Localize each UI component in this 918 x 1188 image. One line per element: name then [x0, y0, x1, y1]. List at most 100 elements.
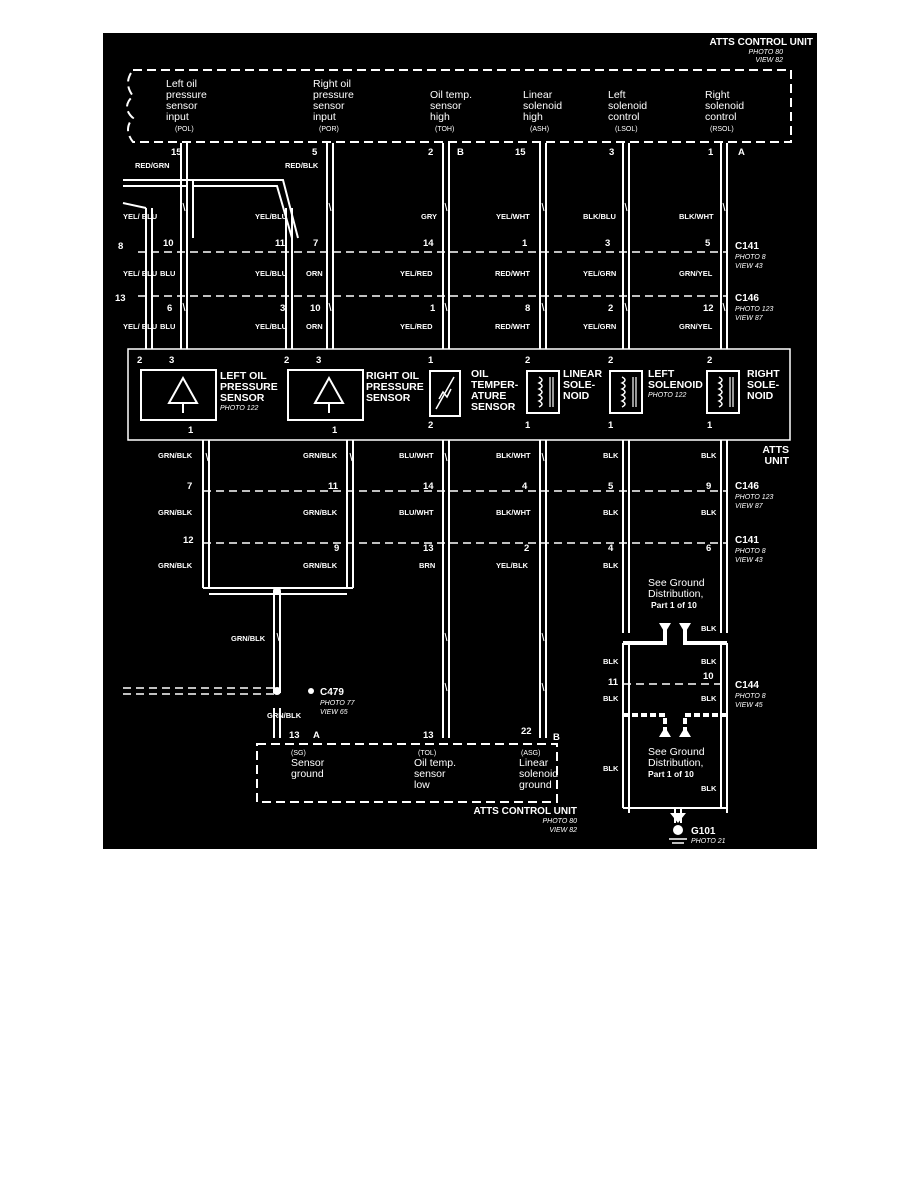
c144-wire: BLK — [603, 694, 619, 703]
wire-left-shield — [145, 208, 153, 353]
c479-view: VIEW 65 — [320, 709, 348, 716]
svg-text:See Ground: See Ground — [648, 746, 705, 758]
c141-wire: GRN/YEL — [679, 269, 713, 278]
wire-label-left-yelblu-2: YEL/ BLU — [123, 269, 157, 278]
coil-icon — [620, 376, 626, 408]
pin-lsol: 3 — [609, 147, 614, 158]
c141-wire: YEL/GRN — [583, 269, 616, 278]
c141-pin: 3 — [605, 238, 610, 249]
ground-arrow-icon — [670, 813, 686, 823]
svg-text:Linear: Linear — [523, 89, 553, 101]
right-oil-pressure-sensor: 2 3 1 RIGHT OIL PRESSURE SENSOR — [284, 355, 424, 436]
c141l-wire: GRN/BLK — [158, 508, 193, 517]
terminal-pol: Left oil pressure sensor input (POL) — [166, 78, 207, 133]
c141-pin: 7 — [313, 238, 318, 249]
ground-arrow-icon — [659, 727, 671, 737]
c146-wire: ORN — [306, 322, 323, 331]
svg-text:Right oil: Right oil — [313, 78, 351, 90]
svg-text:input: input — [313, 111, 336, 123]
oil-temperature-sensor: 1 2 OIL TEMPER- ATURE SENSOR — [428, 355, 519, 431]
svg-text:solenoid: solenoid — [523, 100, 562, 112]
shield-left-end — [122, 202, 147, 209]
svg-text:OIL: OIL — [471, 368, 489, 380]
bottom-pin-asg-side: B — [553, 732, 560, 743]
g101-name: G101 — [691, 826, 716, 837]
c144-wire: BLK — [603, 657, 619, 666]
svg-text:SENSOR: SENSOR — [220, 392, 265, 404]
c141l-wire-below: GRN/BLK — [158, 561, 193, 570]
svg-text:Oil temp.: Oil temp. — [414, 757, 456, 769]
terminal-lsol: Left solenoid control (LSOL) — [608, 89, 647, 133]
wire-ticks — [182, 202, 726, 692]
c141l-wire: BLK — [701, 508, 717, 517]
wiring-diagram: ATTS CONTROL UNIT PHOTO 80 VIEW 82 Left … — [103, 33, 817, 849]
wire-lower-lsol — [622, 423, 630, 633]
svg-text:(ASH): (ASH) — [530, 126, 549, 133]
pin-ash: 15 — [515, 147, 526, 158]
svg-text:Distribution,: Distribution, — [648, 588, 703, 600]
svg-text:pressure: pressure — [313, 89, 354, 101]
c141l-pin: 6 — [706, 543, 711, 554]
c141l-wire-below: BRN — [419, 561, 435, 570]
wire-lower-pol — [202, 423, 210, 588]
svg-text:NOID: NOID — [747, 390, 774, 402]
c146l-wire: GRN/BLK — [303, 451, 338, 460]
svg-text:Distribution,: Distribution, — [648, 757, 703, 769]
svg-text:ground: ground — [291, 768, 324, 780]
connector-c146-upper: 13 6 3 10 1 8 2 12 C146 PHOTO 123 VIEW 8… — [115, 293, 773, 331]
c146-wire: RED/WHT — [495, 322, 530, 331]
thermistor-icon — [435, 376, 455, 410]
c146-pin: 12 — [703, 303, 714, 314]
wire-c144-left — [622, 643, 630, 813]
right-solenoid: 2 1 RIGHT SOLE- NOID — [706, 355, 780, 431]
svg-text:(SG): (SG) — [291, 750, 306, 757]
wire-lower-toh — [442, 423, 450, 738]
svg-text:SENSOR: SENSOR — [366, 392, 411, 404]
shield-wire-left-top — [123, 179, 194, 238]
c141l-wire: BLU/WHT — [399, 508, 434, 517]
svg-text:Left oil: Left oil — [166, 78, 197, 90]
svg-text:PHOTO 122: PHOTO 122 — [648, 392, 686, 399]
ground-splice-wire-label: GRN/BLK — [231, 634, 266, 643]
shield-wire-right-top — [193, 179, 299, 239]
svg-text:SOLE-: SOLE- — [747, 379, 780, 391]
c141l-pin: 2 — [524, 543, 529, 554]
c146-wire: YEL/RED — [400, 322, 433, 331]
c141-pin: 10 — [163, 238, 174, 249]
pin-rsol-side: A — [738, 147, 745, 158]
rops-pin: 3 — [316, 355, 321, 366]
splice-point — [273, 587, 281, 595]
ground-dist-2-wire: BLK — [701, 784, 717, 793]
lops-bottom-pin: 1 — [188, 425, 194, 436]
atts-unit: ATTS UNIT 2 3 1 LEFT OIL PRESSURE SENSOR… — [127, 348, 791, 467]
svg-text:LINEAR: LINEAR — [563, 368, 603, 380]
c146-wire: GRN/YEL — [679, 322, 713, 331]
svg-text:Right: Right — [705, 89, 730, 101]
wire-c479-down — [273, 708, 281, 738]
rops-pin: 2 — [284, 355, 289, 366]
ground-arrow-icon — [659, 623, 671, 633]
c146-pin: 8 — [525, 303, 530, 314]
c141l-wire: BLK — [603, 508, 619, 517]
c141l-pin: 4 — [608, 543, 614, 554]
atts-unit-label-2: UNIT — [765, 455, 790, 467]
lops-pin: 3 — [169, 355, 174, 366]
wire-label-left-yelblu-1: YEL/ BLU — [123, 212, 157, 221]
pin-toh: 2 — [428, 147, 433, 158]
c146-left-pin: 13 — [115, 293, 126, 304]
svg-text:(RSOL): (RSOL) — [710, 126, 734, 133]
wire-lower-por — [346, 423, 354, 588]
wires — [122, 143, 728, 823]
wire-label-toh-2: GRY — [421, 212, 437, 221]
bottom-pin-sg: 13 — [289, 730, 300, 741]
c141l-photo: PHOTO 8 — [735, 548, 766, 555]
c146l-wire: BLK — [603, 451, 619, 460]
c146l-wire: GRN/BLK — [158, 451, 193, 460]
svg-text:sensor: sensor — [166, 100, 198, 112]
connector-c141-upper: 8 10 11 7 14 1 3 5 C141 PHOTO 8 VIEW 43 … — [118, 238, 766, 278]
wire-toh — [442, 143, 450, 353]
svg-text:PRESSURE: PRESSURE — [366, 381, 424, 393]
bottom-pin-asg: 22 — [521, 726, 532, 737]
c141l-view: VIEW 43 — [735, 557, 763, 564]
top-unit-view: VIEW 82 — [755, 57, 783, 64]
